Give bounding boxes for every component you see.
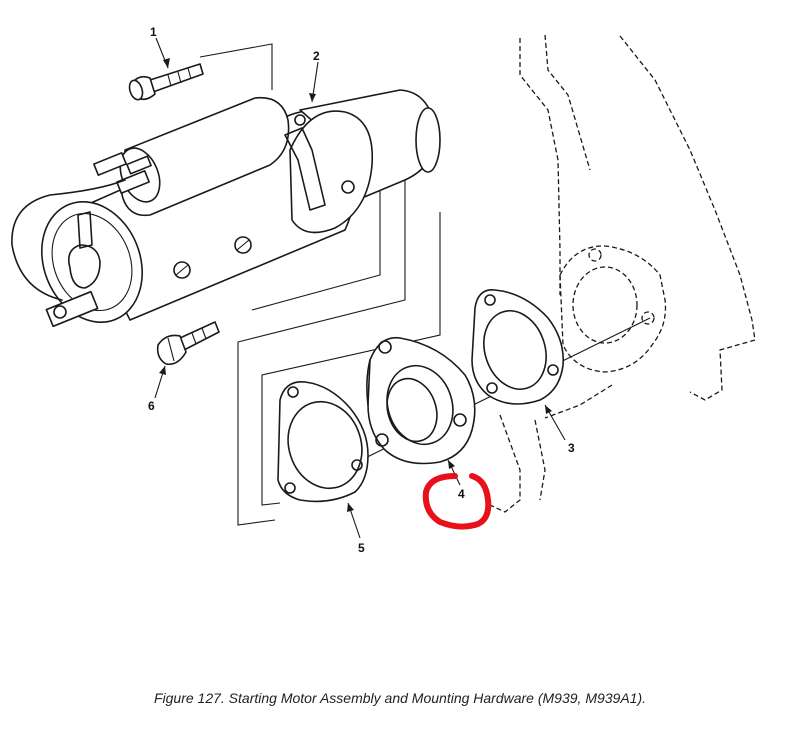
engine-housing-outline xyxy=(489,34,756,513)
figure-caption: Figure 127. Starting Motor Assembly and … xyxy=(153,690,647,706)
bolt-6 xyxy=(156,321,220,366)
callout-leaders xyxy=(154,37,566,539)
gasket-3 xyxy=(471,289,565,405)
adapter-plate-4 xyxy=(366,336,476,465)
housing-mounting-flange xyxy=(559,245,667,373)
gasket-5 xyxy=(277,381,369,503)
callout-2: 2 xyxy=(313,49,320,63)
callout-5: 5 xyxy=(358,541,365,555)
highlight-marker xyxy=(422,473,492,530)
callout-4: 4 xyxy=(458,487,465,501)
bolt-1 xyxy=(128,63,204,101)
callout-3: 3 xyxy=(568,441,575,455)
callout-1: 1 xyxy=(150,25,157,39)
starting-motor-2 xyxy=(11,89,441,328)
callout-6: 6 xyxy=(148,399,155,413)
